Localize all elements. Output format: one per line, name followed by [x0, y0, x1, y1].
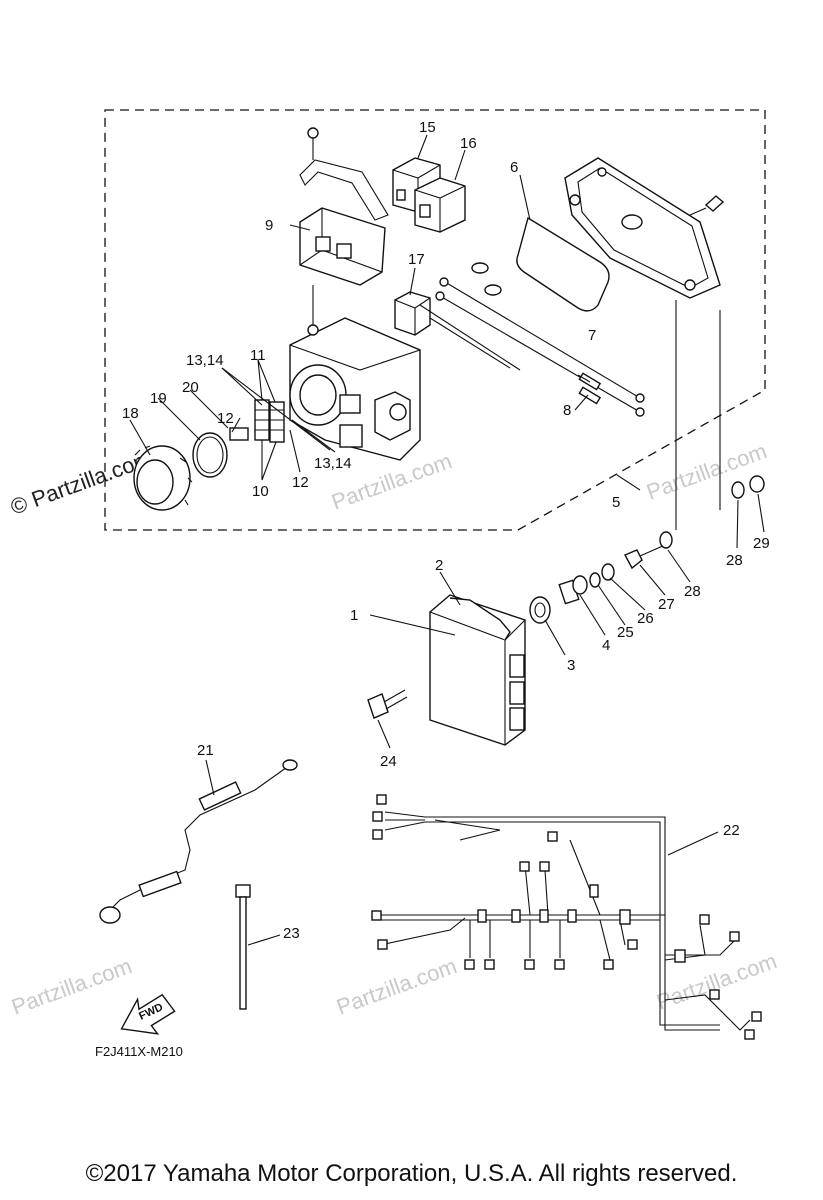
part-cable-tie — [235, 884, 251, 1010]
part-cap — [133, 445, 193, 511]
callout-23: 23 — [283, 925, 300, 942]
callout-18: 18 — [122, 405, 139, 422]
part-bracket — [299, 127, 389, 221]
callout-3: 3 — [567, 657, 575, 674]
partzilla-side-watermark: © Partzilla.com — [7, 446, 155, 520]
callout-9: 9 — [265, 217, 273, 234]
callout-19: 19 — [150, 390, 167, 407]
callout-17: 17 — [408, 251, 425, 268]
part-nut-26 — [601, 563, 615, 581]
part-cover-plate — [564, 157, 721, 299]
part-nut-29 — [749, 475, 765, 493]
diagram-code: F2J411X-M210 — [95, 1044, 183, 1059]
fwd-arrow: FWD — [120, 993, 176, 1035]
callout-1: 1 — [350, 607, 358, 624]
part-washer-28 — [659, 531, 673, 549]
callout-12-left: 12 — [217, 410, 234, 427]
part-grommet — [529, 596, 551, 624]
callout-28-right: 28 — [726, 552, 743, 569]
callout-labels: 1 2 3 4 5 6 7 8 9 10 11 12 12 13,14 13,1… — [122, 119, 770, 942]
part-relay-16 — [414, 177, 466, 233]
part-wire-harness — [371, 794, 762, 1040]
leader-lines — [129, 134, 765, 946]
callout-16: 16 — [460, 135, 477, 152]
watermark: Partzilla.com — [8, 953, 135, 1020]
callout-26: 26 — [637, 610, 654, 627]
part-washer-25 — [589, 572, 601, 588]
callout-25: 25 — [617, 624, 634, 641]
callout-15: 15 — [419, 119, 436, 136]
callout-11: 11 — [250, 347, 266, 364]
part-bolt-24 — [367, 689, 408, 719]
part-cover — [299, 207, 386, 286]
callout-28-bottom: 28 — [684, 583, 701, 600]
part-leads — [419, 262, 645, 417]
watermarks: Partzilla.com Partzilla.com Partzilla.co… — [7, 438, 780, 1020]
part-ecu — [429, 594, 526, 746]
part-screw — [689, 195, 725, 216]
copyright-notice: ©2017 Yamaha Motor Corporation, U.S.A. A… — [85, 1160, 738, 1187]
part-bolt-27 — [624, 544, 666, 570]
callout-27: 27 — [658, 596, 675, 613]
watermark: Partzilla.com — [653, 948, 780, 1015]
callout-21: 21 — [197, 742, 214, 759]
part-washer-28b — [731, 481, 745, 499]
callout-13-14-left: 13,14 — [186, 352, 224, 369]
part-collar — [558, 575, 588, 605]
callout-5: 5 — [612, 494, 620, 511]
callout-8: 8 — [563, 402, 571, 419]
part-o-ring — [192, 432, 228, 478]
callout-22: 22 — [723, 822, 740, 839]
part-cable — [99, 759, 298, 924]
part-gasket — [516, 216, 610, 312]
watermark: Partzilla.com — [333, 953, 460, 1020]
callout-7: 7 — [588, 327, 596, 344]
assembly-boundary — [104, 109, 766, 531]
part-sensor — [394, 291, 431, 336]
callout-10: 10 — [252, 483, 269, 500]
callout-29: 29 — [753, 535, 770, 552]
callout-13-14-right: 13,14 — [314, 455, 352, 472]
callout-24: 24 — [380, 753, 397, 770]
callout-6: 6 — [510, 159, 518, 176]
callout-4: 4 — [602, 637, 610, 654]
callout-20: 20 — [182, 379, 199, 396]
callout-2: 2 — [435, 557, 443, 574]
callout-12-right: 12 — [292, 474, 309, 491]
